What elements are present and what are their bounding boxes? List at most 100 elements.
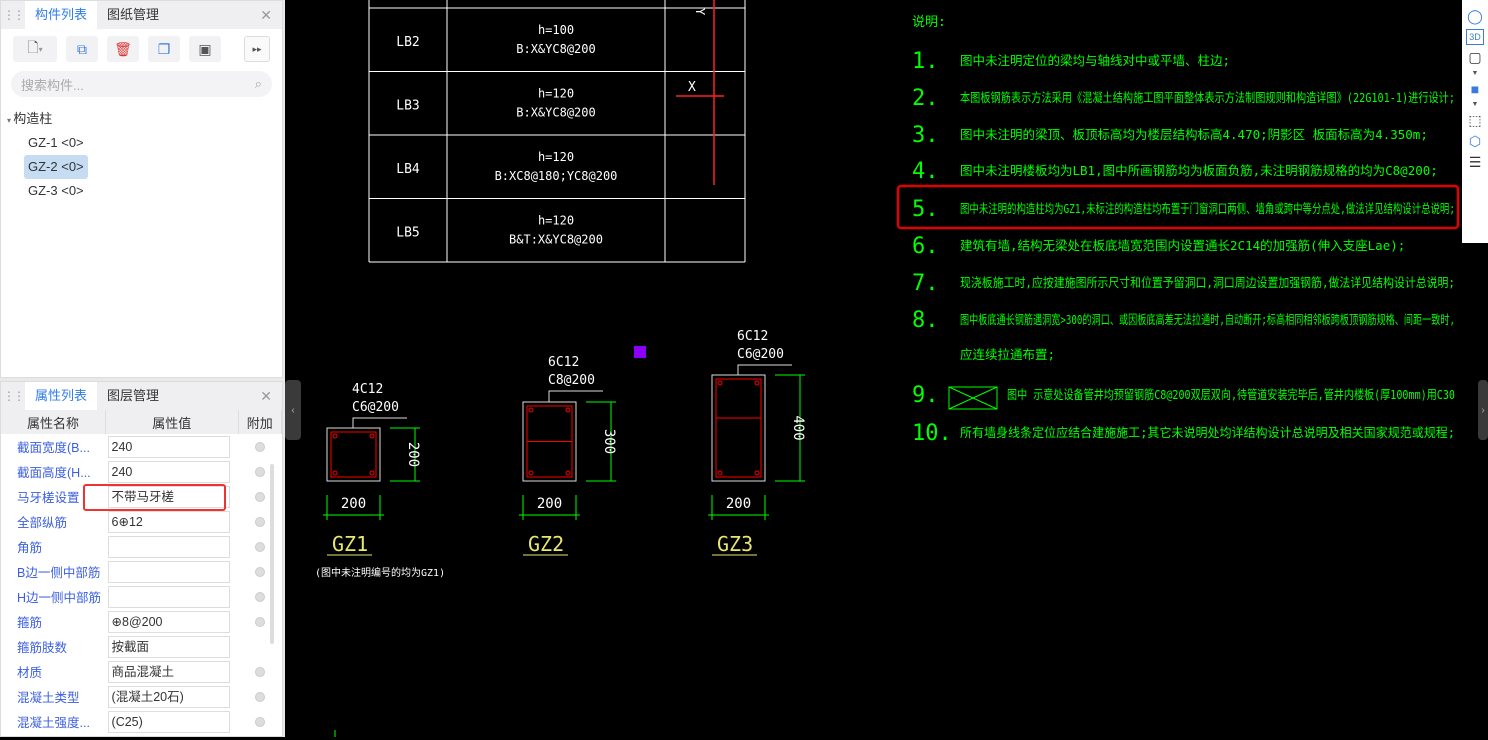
- extra-cell[interactable]: [238, 709, 281, 734]
- search-input[interactable]: 搜索构件...⌕: [11, 71, 272, 97]
- stirrup-label: C6@200: [737, 347, 784, 362]
- save-template-icon[interactable]: ▣: [189, 36, 221, 62]
- property-name: B边一侧中部筋: [17, 566, 101, 580]
- cube-icon[interactable]: ▢: [1468, 49, 1482, 65]
- 3d-view-icon[interactable]: 3D: [1466, 29, 1484, 45]
- extra-cell[interactable]: [238, 534, 281, 559]
- extra-cell[interactable]: [238, 434, 281, 459]
- drag-grip-icon[interactable]: ⋮⋮: [3, 389, 25, 403]
- tab-layer-management[interactable]: 图层管理: [107, 388, 160, 403]
- slab-rebar: B:X&YC8@200: [516, 106, 595, 120]
- new-component-button[interactable]: 🗋▾: [13, 36, 57, 62]
- collapse-left-handle[interactable]: ‹: [285, 380, 301, 440]
- property-value[interactable]: [107, 560, 230, 583]
- note-text: 现浇板施工时,应按建施图所示尺寸和位置予留洞口,洞口周边设置加强钢筋,做法详见结…: [960, 275, 1455, 290]
- property-value[interactable]: ⊕8@200: [107, 610, 230, 633]
- property-value[interactable]: 6⊕12: [107, 510, 230, 533]
- tab-property-list[interactable]: 属性列表: [25, 382, 98, 410]
- extra-radio[interactable]: [254, 466, 265, 477]
- drag-grip-icon[interactable]: ⋮⋮: [3, 8, 25, 22]
- extra-radio[interactable]: [254, 441, 265, 452]
- chevron-down-icon[interactable]: ▼: [1471, 70, 1479, 77]
- extra-cell[interactable]: [238, 684, 281, 709]
- property-value[interactable]: 商品混凝土: [107, 660, 230, 683]
- extra-cell[interactable]: [238, 509, 281, 534]
- property-value[interactable]: 240: [107, 460, 230, 483]
- scrollbar[interactable]: [270, 464, 274, 644]
- tree-item-gz3[interactable]: GZ-3 <0>: [28, 183, 84, 198]
- property-value-field[interactable]: [106, 584, 238, 609]
- close-icon[interactable]: ✕: [260, 7, 272, 23]
- component-list-panel: ⋮⋮ 构件列表 图纸管理 ✕ 🗋▾ ⧉ 🗑 ❐ ▣ ▸▸ 搜索构件...⌕ ▾ …: [0, 0, 283, 378]
- extra-cell[interactable]: [238, 484, 281, 509]
- more-button[interactable]: ▸▸: [244, 36, 270, 62]
- note-line: 应连续拉通布置;: [960, 347, 1055, 362]
- extra-cell[interactable]: [238, 584, 281, 609]
- width-dimension: 200: [537, 496, 562, 512]
- extra-cell[interactable]: [238, 459, 281, 484]
- property-value[interactable]: 不带马牙槎: [107, 485, 230, 508]
- property-value[interactable]: 按截面: [107, 635, 230, 658]
- property-value[interactable]: [107, 585, 230, 608]
- height-dimension: 300: [601, 429, 617, 454]
- extra-cell[interactable]: [238, 634, 281, 659]
- property-value-field[interactable]: (混凝土20石): [106, 684, 238, 709]
- tab-drawing-management[interactable]: 图纸管理: [107, 7, 160, 22]
- property-value-field[interactable]: [106, 534, 238, 559]
- property-value-field[interactable]: 240: [106, 459, 238, 484]
- tree-item-gz2[interactable]: GZ-2 <0>: [24, 155, 88, 179]
- property-value-field[interactable]: 不带马牙槎: [106, 484, 238, 509]
- extra-radio[interactable]: [254, 716, 265, 727]
- rebar-dot: [754, 380, 760, 386]
- tree-item-gz1[interactable]: GZ-1 <0>: [28, 135, 84, 150]
- property-value-field[interactable]: (C25): [106, 709, 238, 734]
- note-number: 5.: [912, 197, 939, 222]
- extra-cell[interactable]: [238, 609, 281, 634]
- main-rebar-label: 6C12: [737, 329, 768, 344]
- property-value[interactable]: [107, 535, 230, 558]
- delete-icon[interactable]: 🗑: [107, 36, 139, 62]
- property-value-field[interactable]: 6⊕12: [106, 509, 238, 534]
- extra-radio[interactable]: [254, 691, 265, 702]
- property-value-field[interactable]: [106, 559, 238, 584]
- tab-component-list[interactable]: 构件列表: [25, 1, 98, 29]
- solid-cube-icon[interactable]: ■: [1470, 81, 1480, 97]
- property-value-field[interactable]: 商品混凝土: [106, 659, 238, 684]
- extra-radio[interactable]: [254, 591, 265, 602]
- property-name: 混凝土强度...: [17, 716, 90, 730]
- property-value-field[interactable]: 240: [106, 434, 238, 459]
- tree-node-construct-column[interactable]: ▾ 构造柱: [7, 111, 53, 126]
- width-dimension: 200: [341, 496, 366, 512]
- property-value[interactable]: (混凝土20石): [107, 685, 230, 708]
- note-number: 10.: [912, 421, 952, 446]
- extra-radio[interactable]: [254, 666, 265, 677]
- collapse-right-handle[interactable]: ›: [1478, 380, 1488, 440]
- property-row: 全部纵筋 6⊕12: [1, 509, 282, 534]
- extra-radio[interactable]: [254, 616, 265, 627]
- copy-icon[interactable]: ⧉: [66, 36, 98, 62]
- extra-cell[interactable]: [238, 559, 281, 584]
- properties-view-icon[interactable]: ☰: [1468, 154, 1482, 170]
- property-value-field[interactable]: 按截面: [106, 634, 238, 659]
- property-value[interactable]: 240: [107, 435, 230, 458]
- property-value[interactable]: (C25): [107, 710, 230, 733]
- extra-radio[interactable]: [254, 541, 265, 552]
- property-name: 箍筋: [17, 616, 43, 630]
- extra-radio[interactable]: [254, 491, 265, 502]
- search-icon[interactable]: ⌕: [254, 76, 262, 91]
- chevron-down-icon[interactable]: ▼: [1471, 101, 1479, 108]
- extra-cell[interactable]: [238, 659, 281, 684]
- property-value-field[interactable]: ⊕8@200: [106, 609, 238, 634]
- duplicate-icon[interactable]: ❐: [148, 36, 180, 62]
- close-icon[interactable]: ✕: [260, 388, 272, 404]
- note-line: 3.图中未注明的梁顶、板顶标高均为楼层结构标高4.470;阴影区 板面标高为4.…: [912, 123, 1428, 148]
- selection-box-icon[interactable]: ⬚: [1468, 112, 1482, 128]
- extra-radio[interactable]: [254, 566, 265, 577]
- extra-radio[interactable]: [254, 516, 265, 527]
- box-select-icon[interactable]: ⬡: [1468, 133, 1482, 149]
- orbit-icon[interactable]: ◯: [1467, 8, 1483, 24]
